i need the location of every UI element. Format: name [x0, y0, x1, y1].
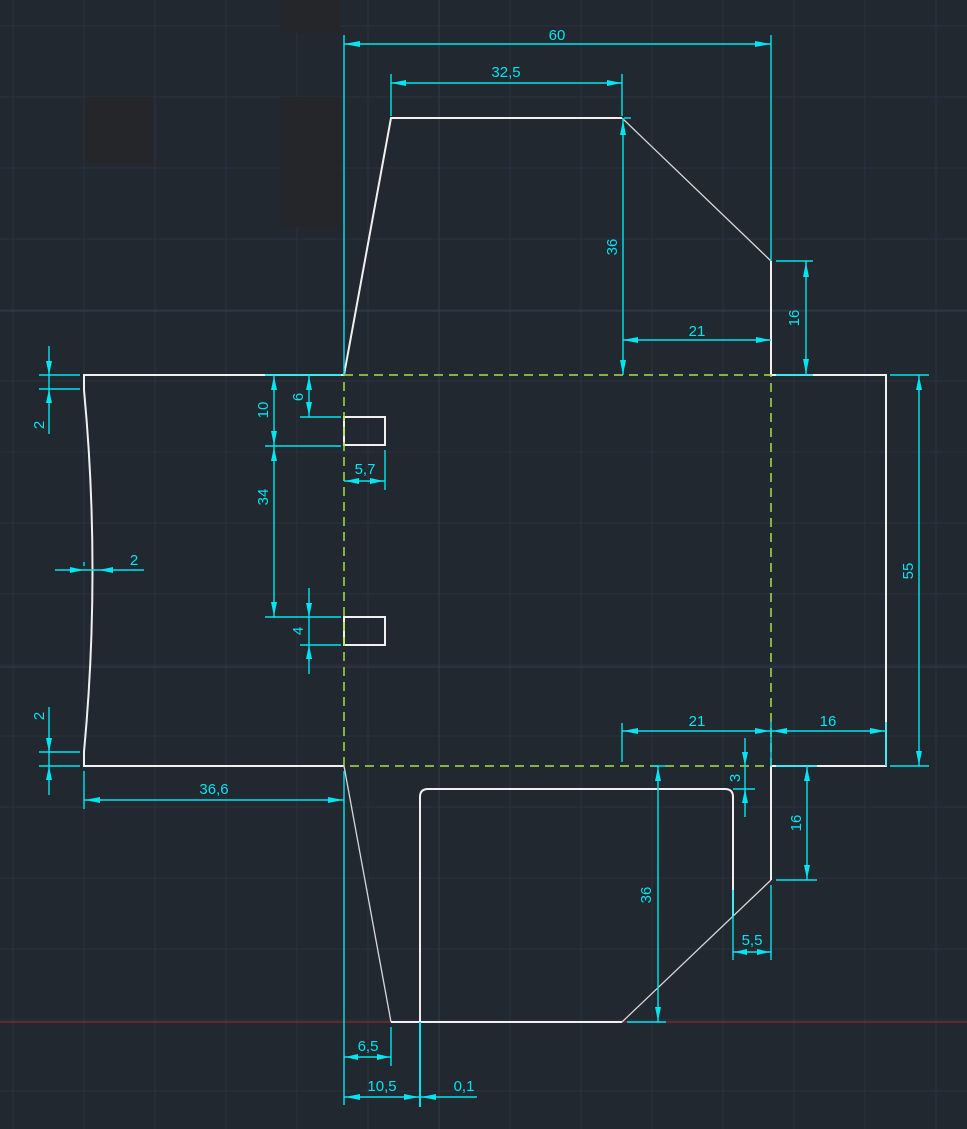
- right-panel-outline[interactable]: [771, 374, 887, 767]
- slot-lower[interactable]: [343, 616, 386, 646]
- dim-bottom-chamfer-width[interactable]: 21: [621, 713, 772, 766]
- dim-label: 2: [31, 421, 48, 429]
- dim-left-top-inset[interactable]: 2: [31, 346, 80, 434]
- dim-bottom-right-offset[interactable]: 16: [776, 765, 817, 881]
- dim-bottom-window-offset[interactable]: 10,5: [344, 1022, 421, 1107]
- dim-top-flap-width[interactable]: 32,5: [390, 64, 631, 119]
- dim-label: 10,5: [367, 1078, 396, 1095]
- top-flap-outline[interactable]: [343, 117, 622, 376]
- dim-left-bottom-inset[interactable]: 2: [31, 707, 80, 795]
- dim-label: 4: [290, 627, 307, 635]
- dim-slot-top-offset[interactable]: 6: [265, 374, 341, 418]
- dim-top-right-offset[interactable]: 16: [776, 260, 813, 376]
- bottom-flap-left-edge[interactable]: [343, 765, 392, 1023]
- dimensions: 60 32,5 36 21: [31, 27, 929, 1107]
- dim-label: 36: [604, 239, 621, 256]
- dim-label: 36: [638, 887, 655, 904]
- dim-label: 16: [788, 815, 805, 832]
- dim-label: 16: [820, 713, 837, 730]
- dim-label: 2: [31, 712, 48, 720]
- bottom-window-outline[interactable]: [419, 788, 734, 1022]
- dim-left-bulge[interactable]: 2: [55, 552, 144, 573]
- dim-label: 21: [689, 323, 706, 340]
- slot-upper[interactable]: [343, 416, 386, 446]
- dim-slot-height[interactable]: 4: [290, 588, 341, 674]
- dim-label: 34: [255, 489, 272, 506]
- dim-label: 60: [549, 27, 566, 44]
- dim-left-flap-width[interactable]: 36,6: [83, 771, 345, 1105]
- dim-top-chamfer-width[interactable]: 21: [623, 323, 771, 343]
- box-net-geometry: [83, 117, 887, 1023]
- dim-bottom-notch-width[interactable]: 5,5: [732, 885, 772, 960]
- dim-right-height[interactable]: 55: [890, 374, 929, 767]
- dim-slot-group-offset[interactable]: 10: [255, 375, 341, 447]
- dim-label: 6,5: [358, 1038, 379, 1055]
- dim-bottom-inset[interactable]: 3: [727, 738, 755, 817]
- dim-slot-width[interactable]: 5,7: [344, 450, 386, 490]
- dim-label: 0,1: [454, 1078, 475, 1095]
- dim-top-flap-height[interactable]: 36: [604, 118, 626, 375]
- dim-bottom-gap[interactable]: 0,1: [420, 1078, 477, 1100]
- dim-bottom-left-width[interactable]: 6,5: [344, 1027, 392, 1066]
- dim-label: 5,5: [742, 932, 763, 949]
- dim-label: 36,6: [199, 781, 228, 798]
- dim-label: 6: [290, 393, 307, 401]
- dim-label: 2: [130, 552, 138, 569]
- fold-lines-main-panel: [343, 374, 772, 767]
- dim-label: 10: [255, 402, 272, 419]
- dim-label: 55: [900, 563, 917, 580]
- dim-label: 16: [786, 310, 803, 327]
- dim-label: 21: [689, 713, 706, 730]
- dim-bottom-flap-height[interactable]: 36: [627, 765, 666, 1023]
- dim-overall-width[interactable]: 60: [343, 27, 772, 375]
- background-patches: [85, 0, 340, 227]
- dim-slot-spacing[interactable]: 34: [255, 446, 341, 618]
- dim-label: 32,5: [491, 64, 520, 81]
- dim-right-panel-width[interactable]: 16: [771, 713, 887, 766]
- bottom-flap-chamfer[interactable]: [621, 879, 772, 1023]
- dim-label: 5,7: [355, 461, 376, 478]
- top-flap-chamfer[interactable]: [621, 117, 772, 262]
- dim-label: 3: [727, 774, 744, 782]
